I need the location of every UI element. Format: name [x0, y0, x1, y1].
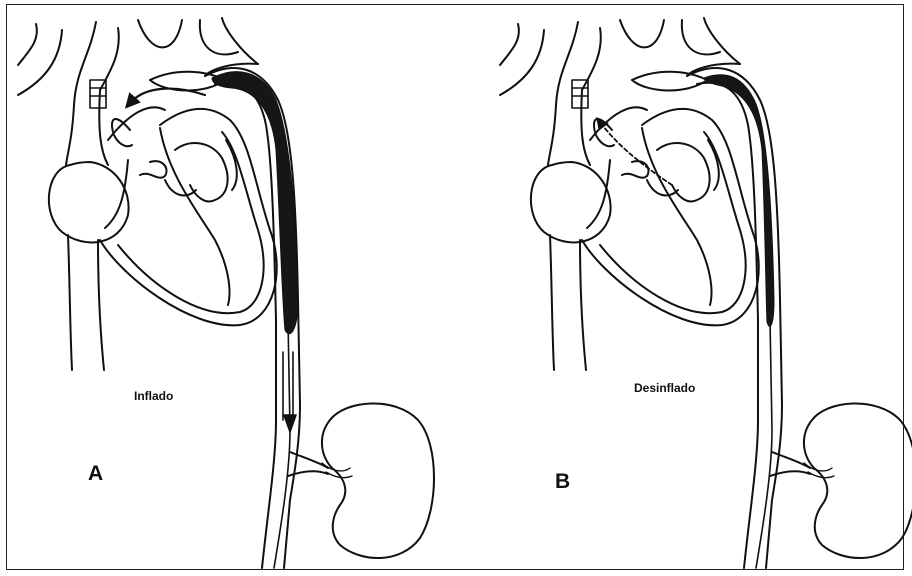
- state-label-b: Desinflado: [634, 381, 695, 395]
- panel-a: [18, 18, 434, 568]
- vena-cava-b: [548, 90, 590, 370]
- heart-b: [582, 107, 759, 325]
- kidney-b: [770, 403, 912, 558]
- panel-letter-a: A: [88, 462, 103, 486]
- state-label-a: Inflado: [134, 389, 173, 403]
- right-atrium-b: [531, 162, 611, 242]
- vena-cava-a: [66, 90, 108, 370]
- balloon-deflated-b: [704, 75, 774, 327]
- great-vessels-a: [18, 18, 258, 105]
- panel-letter-b: B: [555, 470, 570, 494]
- balloon-inflated-a: [212, 72, 298, 334]
- kidney-a: [288, 403, 434, 558]
- heart-a: [100, 107, 277, 325]
- great-vessels-b: [500, 18, 740, 105]
- right-atrium-a: [49, 162, 129, 242]
- flow-arrow-coronary-a: [130, 89, 205, 103]
